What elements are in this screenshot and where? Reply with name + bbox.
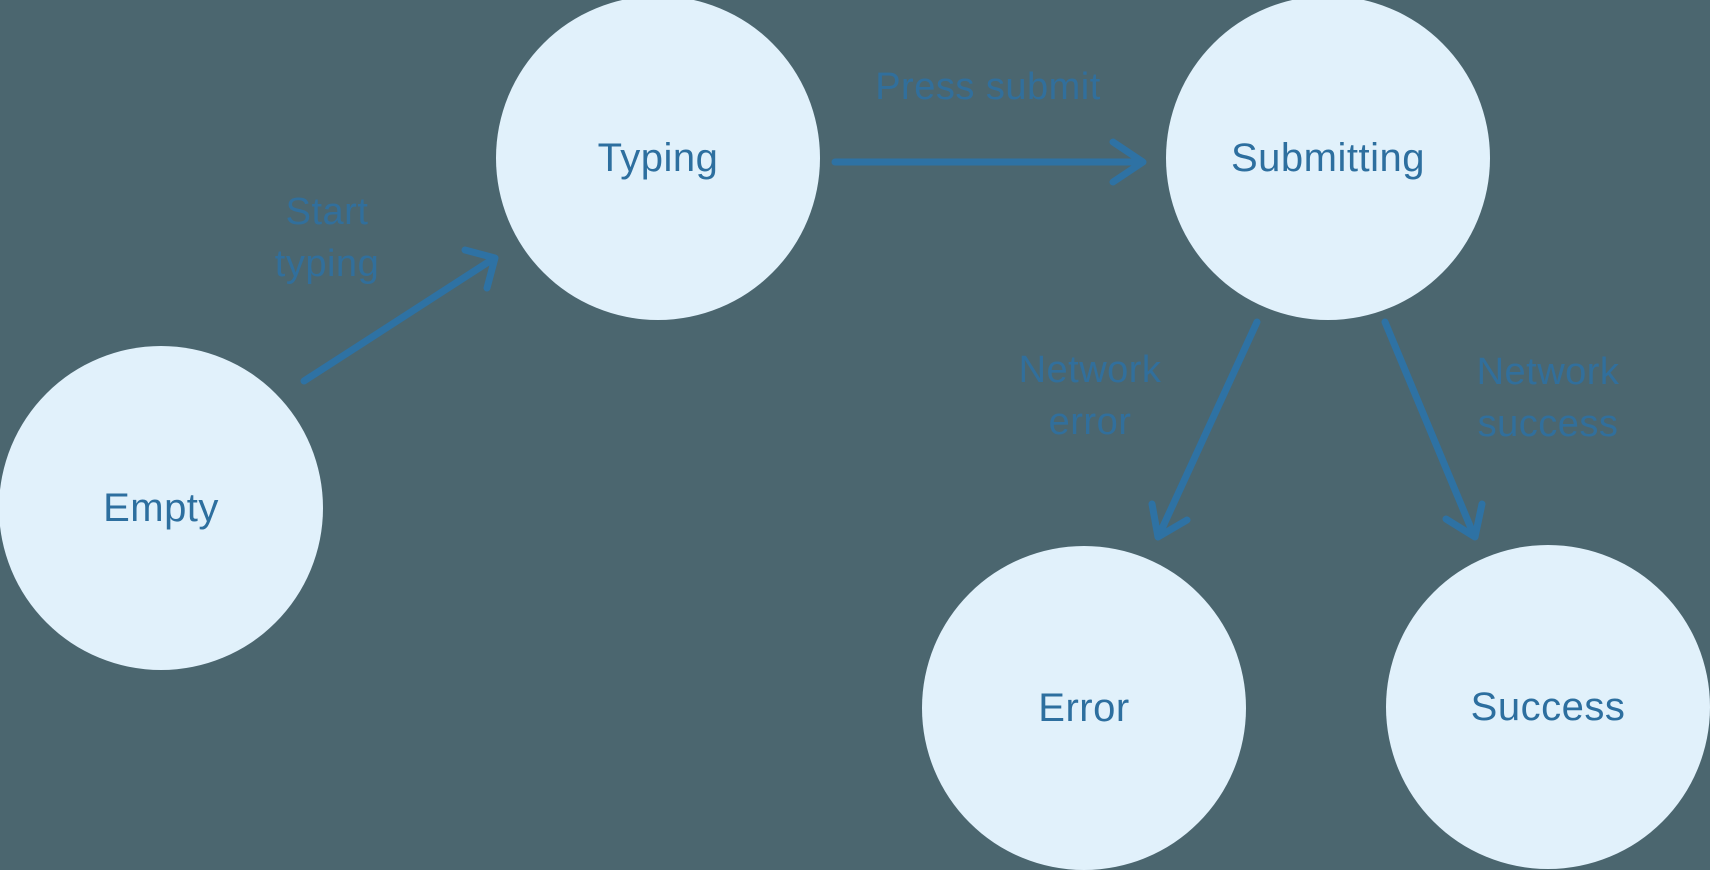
- edge-label-press-submit: Press submit: [875, 61, 1101, 113]
- state-node-success: Success: [1386, 545, 1710, 869]
- state-node-label: Success: [1470, 684, 1626, 729]
- arrowhead-icon: [1109, 138, 1147, 186]
- edge-typing-to-submitting: [831, 138, 1147, 186]
- edge-label-line: error: [1048, 401, 1132, 443]
- state-node-label: Submitting: [1231, 135, 1425, 180]
- edge-submitting-to-error: [1148, 318, 1261, 541]
- edge-label-line: Press submit: [875, 66, 1101, 108]
- edge-shaft: [1381, 318, 1477, 537]
- edge-label-line: Start: [285, 191, 369, 233]
- edge-label-network-success: Network success: [1477, 346, 1620, 450]
- edge-label-start-typing: Start typing: [275, 186, 379, 290]
- state-node-submitting: Submitting: [1166, 0, 1490, 320]
- state-node-typing: Typing: [496, 0, 820, 320]
- arrowhead-icon: [1148, 500, 1191, 541]
- edge-label-line: success: [1477, 403, 1619, 445]
- state-node-label: Error: [1038, 685, 1130, 730]
- edge-submitting-to-success: [1381, 318, 1486, 541]
- edge-label-line: typing: [274, 243, 380, 285]
- edge-empty-to-typing: [300, 246, 499, 385]
- edge-shaft: [300, 255, 497, 385]
- edge-shaft: [1156, 318, 1261, 537]
- arrowhead-icon: [461, 246, 499, 292]
- state-node-label: Empty: [103, 485, 219, 530]
- edge-label-line: Network: [1018, 349, 1162, 391]
- arrowhead-icon: [1442, 500, 1486, 541]
- state-node-empty: Empty: [0, 346, 323, 670]
- edge-label-line: Network: [1476, 351, 1620, 393]
- state-node-error: Error: [922, 546, 1246, 870]
- edge-label-network-error: Network error: [1019, 344, 1162, 448]
- state-node-label: Typing: [597, 135, 719, 180]
